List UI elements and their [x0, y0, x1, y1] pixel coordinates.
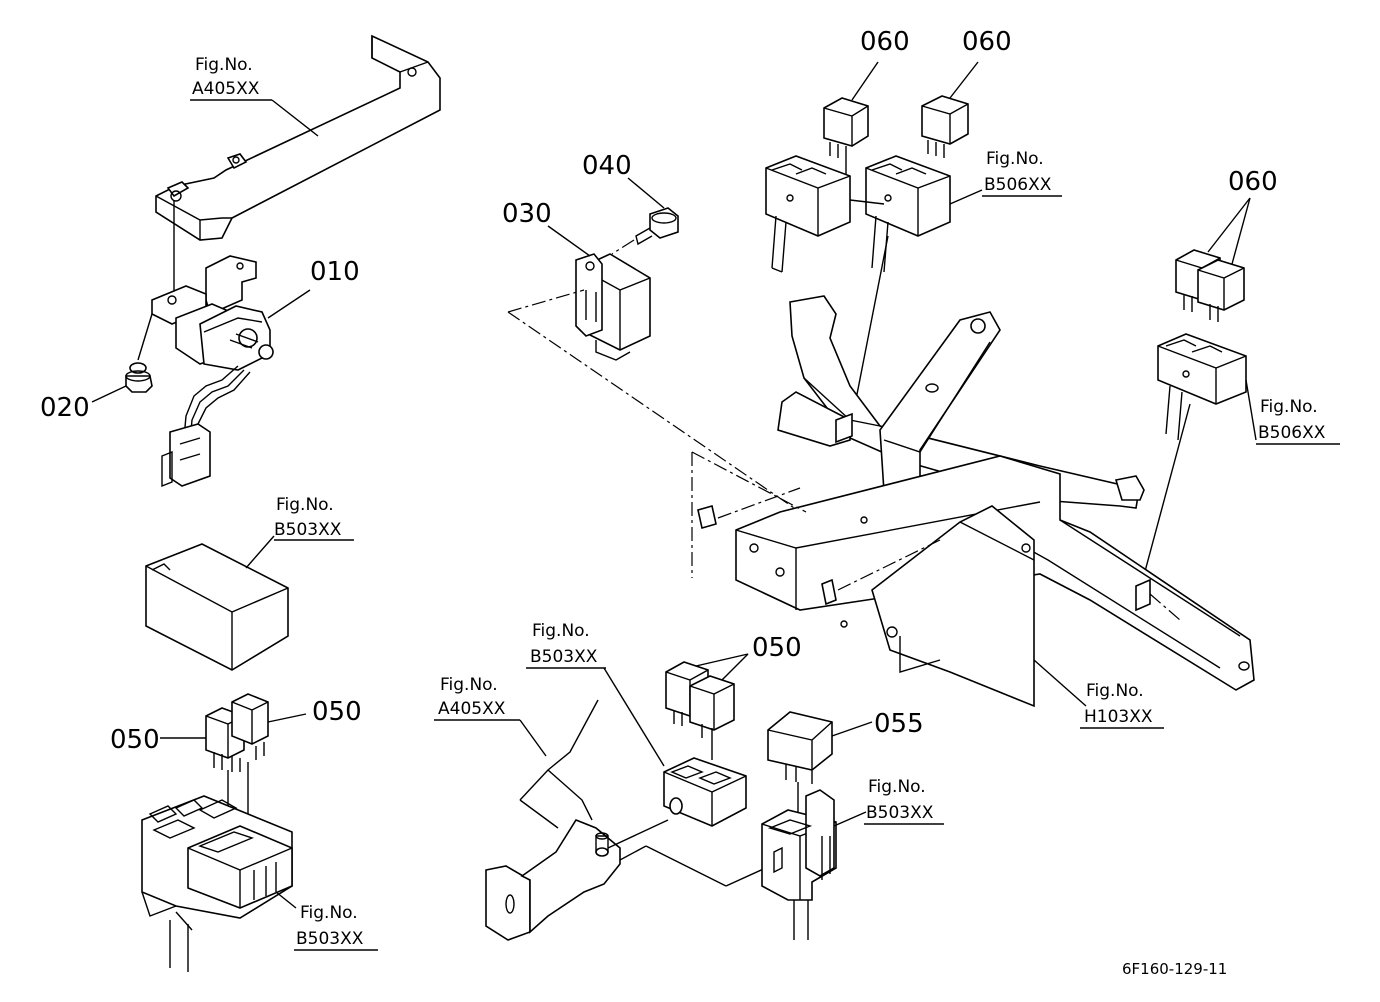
fig-ref-h103: Fig.No. H103XX: [1080, 681, 1164, 729]
fig-ref-b503-middle: Fig.No. B503XX: [274, 495, 354, 541]
fig-ref-code: B503XX: [530, 647, 598, 667]
fig-ref-code: B503XX: [296, 929, 364, 949]
callout-060-a: 060: [860, 27, 910, 57]
part-040-bolt: [611, 177, 679, 255]
fig-ref-label: Fig.No.: [276, 495, 334, 515]
fig-ref-label: Fig.No.: [440, 675, 498, 695]
fig-ref-code: B506XX: [984, 175, 1052, 195]
part-060-relays-right: [1175, 197, 1251, 322]
fig-ref-code: A405XX: [438, 699, 506, 719]
fig-ref-label: Fig.No.: [195, 55, 253, 75]
fig-ref-b506-right: Fig.No. B506XX: [1256, 397, 1340, 445]
fig-ref-a405-bottom: Fig.No. A405XX: [434, 675, 520, 721]
lower-bracket: [485, 699, 771, 941]
part-020-bolt: [91, 313, 153, 403]
fig-ref-b503-bottom-left: Fig.No. B503XX: [294, 903, 378, 951]
callout-030: 030: [502, 199, 552, 229]
part-060-relays-top: [823, 61, 979, 180]
relay-sockets-top: [765, 155, 983, 431]
callout-050-center: 050: [752, 633, 802, 663]
fig-ref-label: Fig.No.: [1086, 681, 1144, 701]
fig-ref-label: Fig.No.: [532, 621, 590, 641]
callout-010: 010: [310, 257, 360, 287]
relay-socket-center: [603, 667, 747, 827]
callout-060-c: 060: [1228, 167, 1278, 197]
fig-ref-label: Fig.No.: [300, 903, 358, 923]
fig-ref-b506-top: Fig.No. B506XX: [982, 149, 1062, 197]
fig-ref-code: B506XX: [1258, 423, 1326, 443]
callout-050-left: 050: [110, 725, 160, 755]
relay-socket-left: [141, 795, 297, 972]
part-030-flasher: [547, 225, 651, 361]
main-frame: [697, 295, 1255, 708]
fig-ref-code: B503XX: [866, 803, 934, 823]
fig-ref-label: Fig.No.: [868, 777, 926, 797]
part-055-relay: [767, 711, 873, 818]
callout-050-right: 050: [312, 697, 362, 727]
fuse-box-cover: [145, 535, 289, 671]
fig-ref-label: Fig.No.: [986, 149, 1044, 169]
part-050-relays-left: [160, 693, 307, 824]
relay-socket-055: [761, 789, 867, 940]
diagram-code: 6F160-129-11: [1122, 960, 1227, 978]
callout-060-b: 060: [962, 27, 1012, 57]
part-050-relays-center: [665, 653, 749, 760]
fig-ref-code: A405XX: [192, 79, 260, 99]
callout-020: 020: [40, 393, 90, 423]
callout-055: 055: [874, 709, 924, 739]
part-010-solenoid: [151, 255, 311, 488]
fig-ref-code: H103XX: [1084, 707, 1153, 727]
top-bracket: [155, 34, 441, 296]
fig-ref-label: Fig.No.: [1260, 397, 1318, 417]
callout-040: 040: [582, 151, 632, 181]
fig-ref-a405-top: Fig.No. A405XX: [190, 55, 319, 137]
fig-ref-code: B503XX: [274, 520, 342, 540]
fig-ref-b503-center: Fig.No. B503XX: [526, 621, 606, 669]
fig-ref-b503-right: Fig.No. B503XX: [864, 777, 944, 825]
relay-socket-right: [1139, 333, 1257, 591]
